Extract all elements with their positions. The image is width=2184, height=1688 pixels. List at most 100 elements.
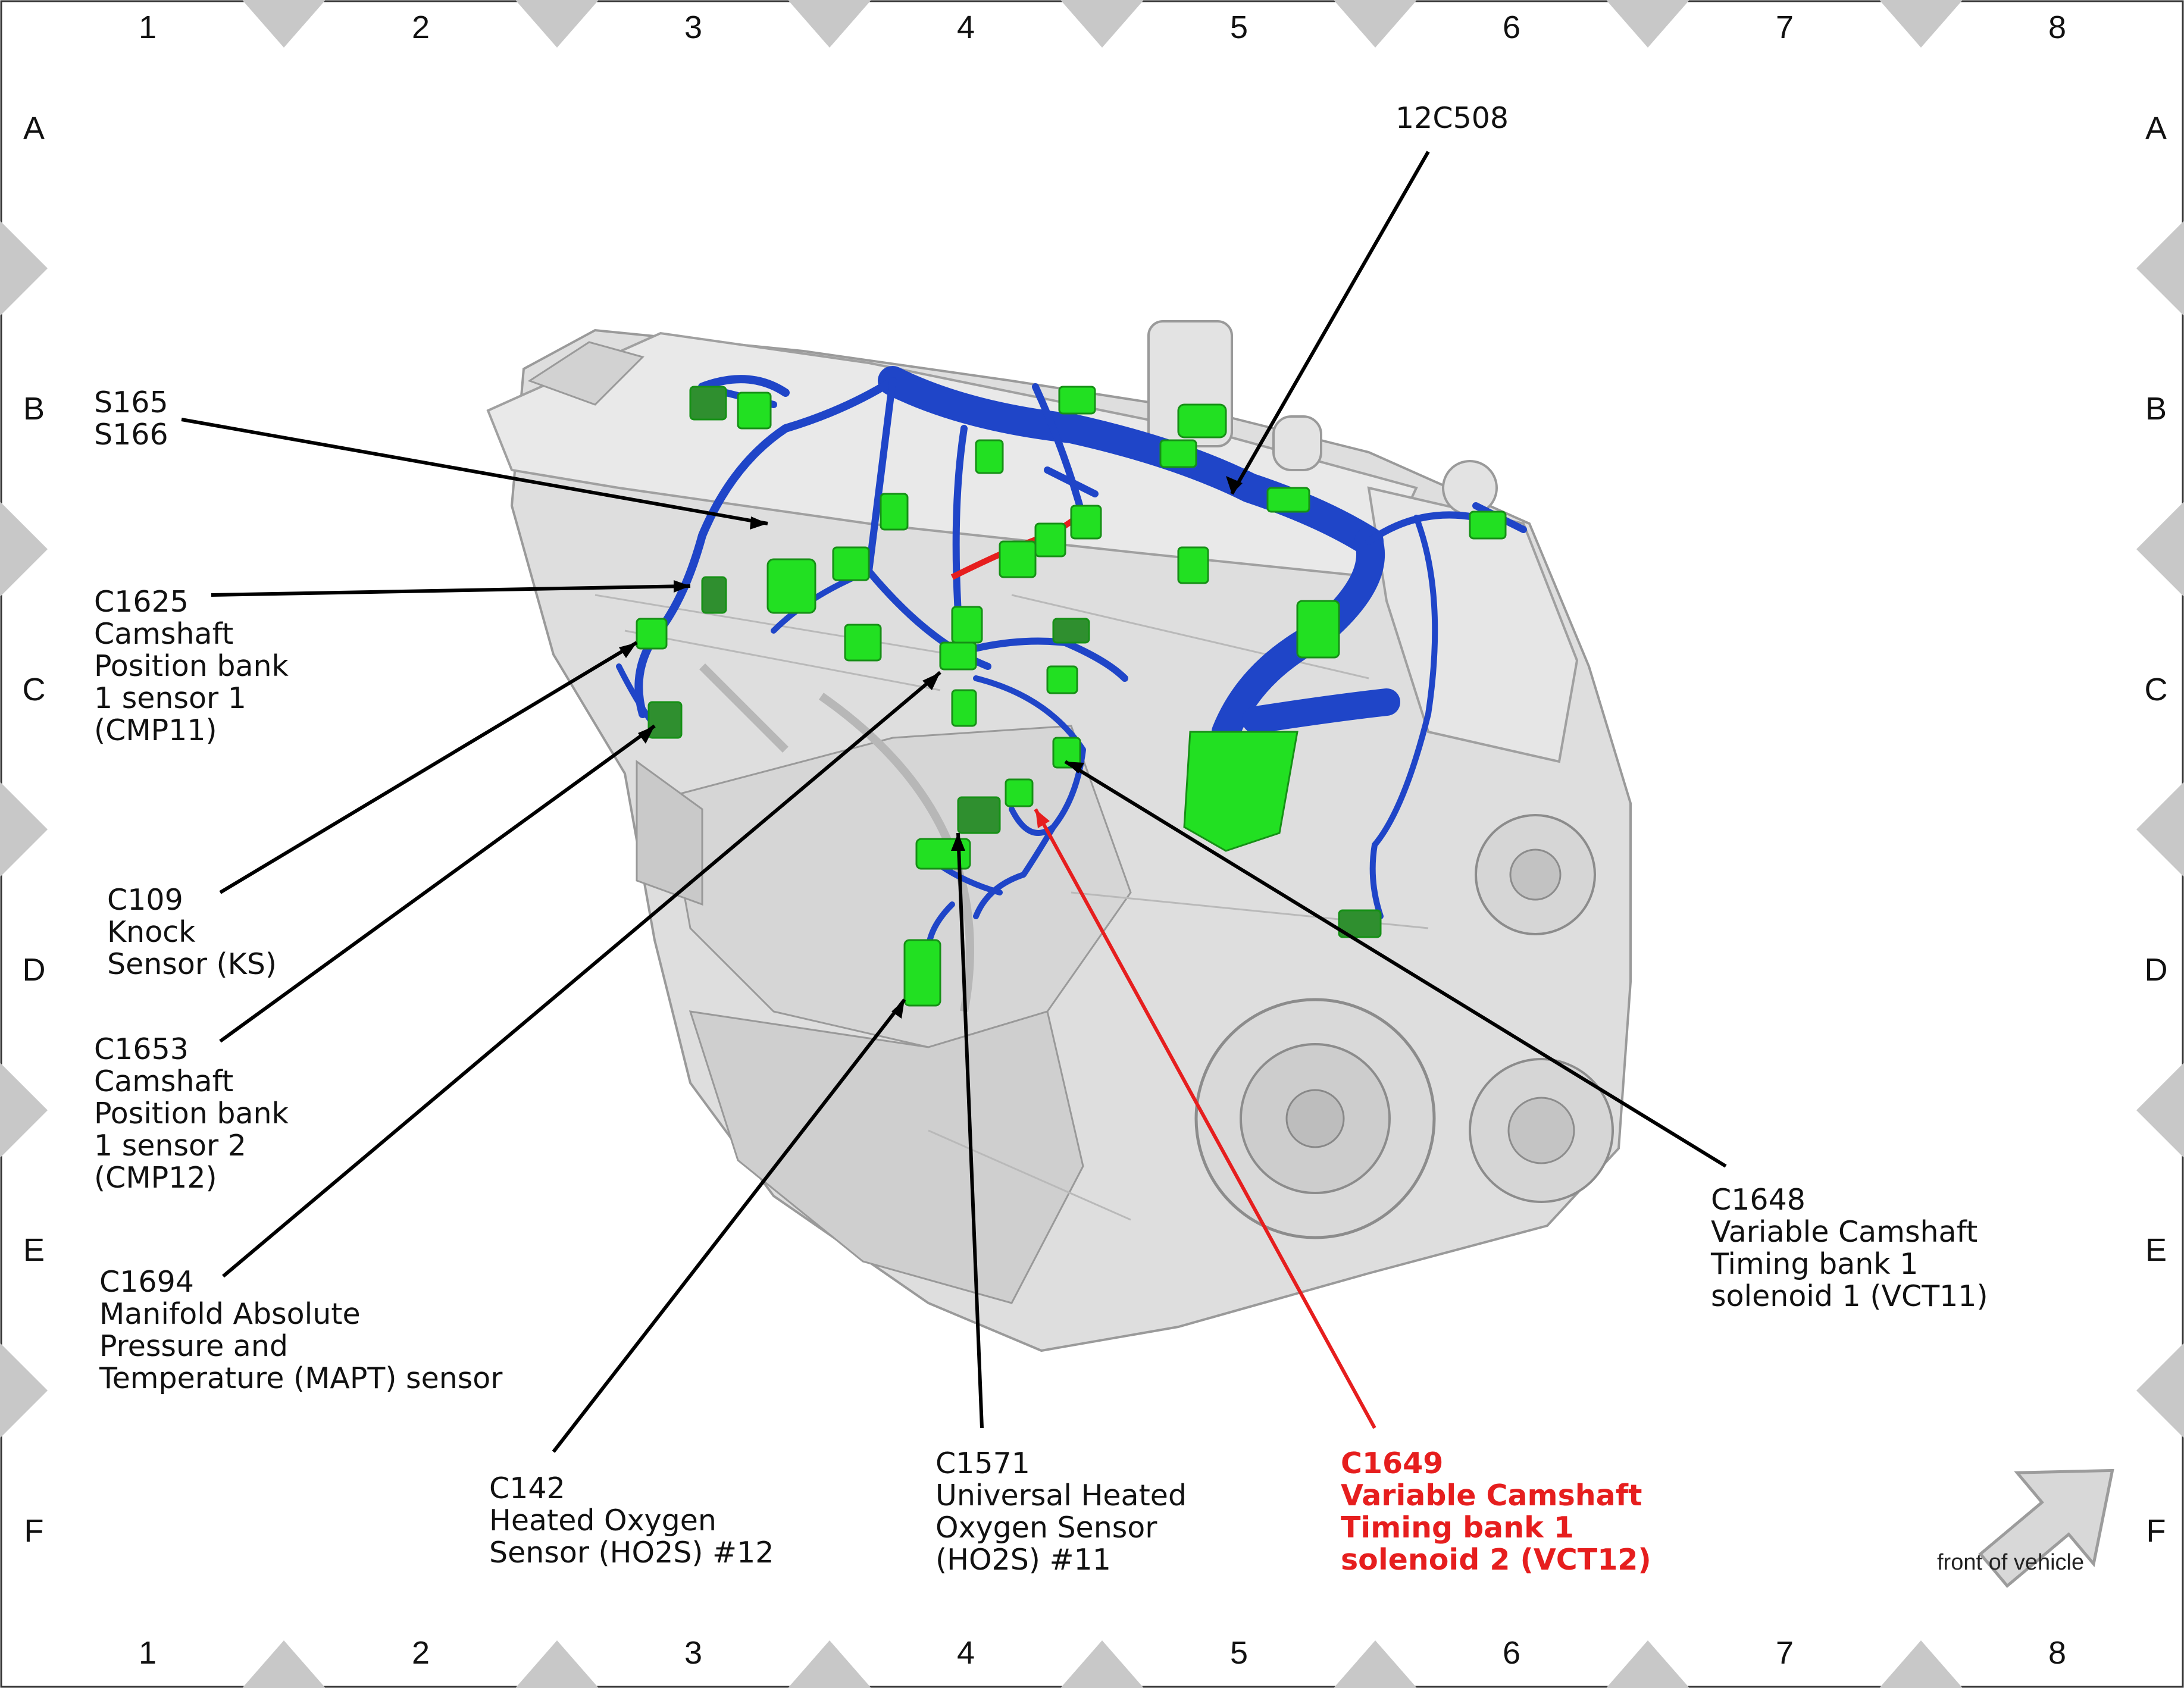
label-line: C142: [489, 1471, 565, 1505]
grid-row-a-left: A: [23, 111, 45, 146]
label-line: Sensor (HO2S) #12: [489, 1536, 774, 1570]
grid-row-c-left: C: [22, 672, 46, 707]
border-marker-left: [0, 502, 48, 597]
grid-row-e-left: E: [23, 1232, 45, 1268]
grid-column-2-top: 2: [411, 10, 430, 45]
border-marker-top: [1879, 0, 1963, 48]
border-marker-bottom: [1334, 1640, 1417, 1688]
label-line: Camshaft: [94, 617, 234, 651]
grid-column-8-bottom: 8: [2048, 1635, 2067, 1671]
label-line: C1694: [99, 1265, 194, 1299]
border-marker-bottom: [1606, 1640, 1689, 1688]
grid-row-e-right: E: [2145, 1232, 2167, 1268]
label-line: C1649: [1341, 1446, 1444, 1480]
leader-12c508: [1230, 151, 1430, 495]
label-line: Timing bank 1: [1341, 1511, 1574, 1545]
label-line: Variable Camshaft: [1341, 1479, 1642, 1512]
border-marker-bottom: [1879, 1640, 1963, 1688]
label-line: Camshaft: [94, 1064, 234, 1098]
border-marker-top: [242, 0, 326, 48]
label-line: S166: [94, 418, 168, 452]
leader-c1625: [211, 584, 691, 597]
label-line: S165: [94, 386, 168, 419]
label-line: 1 sensor 2: [94, 1129, 246, 1163]
grid-column-7-top: 7: [1775, 10, 1794, 45]
border-marker-right: [2136, 1343, 2184, 1438]
label-line: C1625: [94, 585, 189, 619]
grid-row-a-right: A: [2145, 111, 2167, 146]
grid-column-6-bottom: 6: [1502, 1635, 1521, 1671]
label-line: Knock: [107, 915, 196, 949]
leader-s165: [181, 418, 768, 525]
grid-row-f-left: F: [24, 1513, 44, 1549]
leader-c1694: [222, 671, 941, 1278]
leader-c1648: [1064, 760, 1727, 1168]
label-line: Pressure and: [99, 1329, 288, 1363]
border-marker-left: [0, 221, 48, 316]
connectors: [636, 386, 1507, 1007]
grid-column-6-top: 6: [1502, 10, 1521, 45]
label-line: (HO2S) #11: [935, 1543, 1111, 1577]
leader-c1571: [956, 832, 984, 1429]
grid-column-5-bottom: 5: [1229, 1635, 1249, 1671]
leader-c142: [552, 998, 906, 1453]
label-line: Sensor (KS): [107, 947, 277, 981]
grid-column-1-bottom: 1: [138, 1635, 157, 1671]
label-line: solenoid 2 (VCT12): [1341, 1543, 1651, 1577]
grid-row-d-left: D: [22, 952, 46, 988]
border-marker-top: [1060, 0, 1144, 48]
grid-column-3-top: 3: [684, 10, 703, 45]
label-line: 12C508: [1395, 101, 1509, 135]
border-marker-bottom: [242, 1640, 326, 1688]
grid-row-c-right: C: [2144, 672, 2168, 707]
label-line: Universal Heated: [935, 1479, 1187, 1512]
grid-row-b-right: B: [2145, 391, 2167, 427]
label-line: C1648: [1711, 1183, 1806, 1217]
label-12c508: 12C508: [1395, 102, 1509, 134]
border-marker-right: [2136, 1063, 2184, 1158]
border-marker-right: [2136, 502, 2184, 597]
grid-column-8-top: 8: [2048, 10, 2067, 45]
border-marker-bottom: [515, 1640, 599, 1688]
border-marker-right: [2136, 221, 2184, 316]
label-line: Position bank: [94, 1097, 289, 1130]
label-line: Position bank: [94, 649, 289, 683]
label-line: C1653: [94, 1032, 189, 1066]
label-line: Timing bank 1: [1711, 1247, 1919, 1281]
arrow-up-right-icon: [1978, 1468, 2114, 1588]
border-marker-top: [515, 0, 599, 48]
grid-column-3-bottom: 3: [684, 1635, 703, 1671]
grid-row-d-right: D: [2144, 952, 2168, 988]
border-marker-bottom: [788, 1640, 871, 1688]
grid-column-2-bottom: 2: [411, 1635, 430, 1671]
grid-row-b-left: B: [23, 391, 45, 427]
grid-column-4-top: 4: [956, 10, 975, 45]
grid-column-1-top: 1: [138, 10, 157, 45]
border-marker-left: [0, 782, 48, 877]
label-line: C109: [107, 883, 183, 917]
leader-c109: [219, 641, 638, 894]
label-line: Variable Camshaft: [1711, 1215, 1978, 1249]
label-line: Manifold Absolute: [99, 1297, 361, 1331]
grid-column-5-top: 5: [1229, 10, 1249, 45]
label-line: solenoid 1 (VCT11): [1711, 1279, 1988, 1313]
front-of-vehicle-caption: front of vehicle: [1937, 1550, 2085, 1575]
label-line: C1571: [935, 1446, 1030, 1480]
label-line: (CMP12): [94, 1161, 217, 1195]
label-line: 1 sensor 1: [94, 681, 246, 715]
leader-c1653: [219, 724, 656, 1043]
leader-c1649-arrowhead: [1035, 809, 1050, 828]
border-marker-right: [2136, 782, 2184, 877]
